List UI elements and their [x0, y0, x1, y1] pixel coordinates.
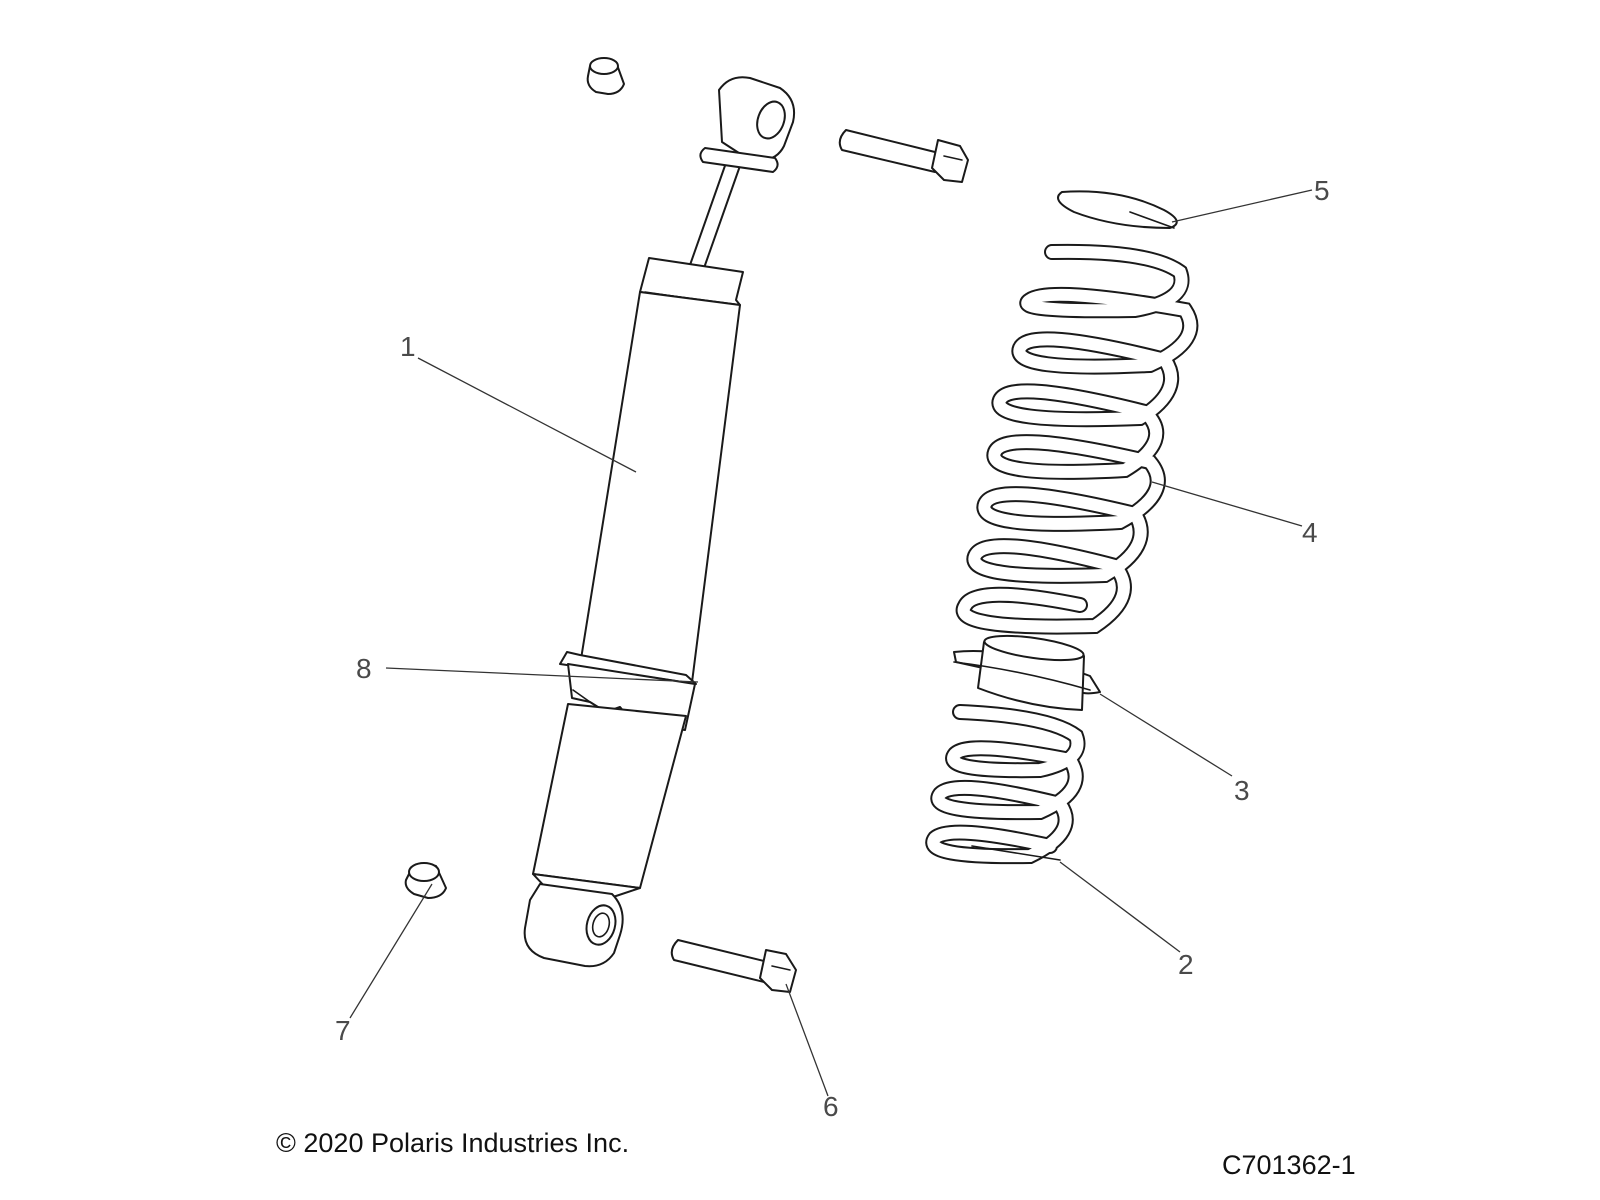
leader-8 — [385, 667, 699, 683]
leader-7 — [349, 883, 433, 1019]
spring-spacer — [953, 634, 1101, 711]
spring-retainer — [1057, 190, 1178, 229]
drawing-number: C701362-1 — [1222, 1150, 1356, 1180]
coil-spring-main — [955, 243, 1199, 635]
coil-spring-tender — [925, 704, 1086, 865]
leader-6 — [785, 983, 829, 1097]
copyright-notice: © 2020 Polaris Industries Inc. — [276, 1128, 630, 1158]
leader-5 — [1171, 189, 1313, 223]
bushing-bottom — [404, 862, 447, 899]
leader-lines — [349, 189, 1313, 1097]
callout-2: 2 — [1178, 949, 1194, 980]
callout-6: 6 — [823, 1091, 839, 1122]
callout-7: 7 — [335, 1015, 351, 1046]
leader-1 — [417, 357, 637, 473]
leader-4 — [1151, 481, 1303, 527]
bolt-bottom — [670, 939, 797, 993]
bushing-top — [586, 57, 625, 95]
leader-2 — [1059, 861, 1181, 953]
bolt-top — [838, 129, 969, 183]
callout-3: 3 — [1234, 775, 1250, 806]
leader-3 — [1099, 693, 1233, 777]
callout-8: 8 — [356, 653, 372, 684]
callout-5: 5 — [1314, 175, 1330, 206]
callout-4: 4 — [1302, 517, 1318, 548]
callout-1: 1 — [400, 331, 416, 362]
shock-absorber — [523, 76, 796, 968]
callout-labels: 1 2 3 4 5 6 7 8 — [335, 175, 1330, 1122]
